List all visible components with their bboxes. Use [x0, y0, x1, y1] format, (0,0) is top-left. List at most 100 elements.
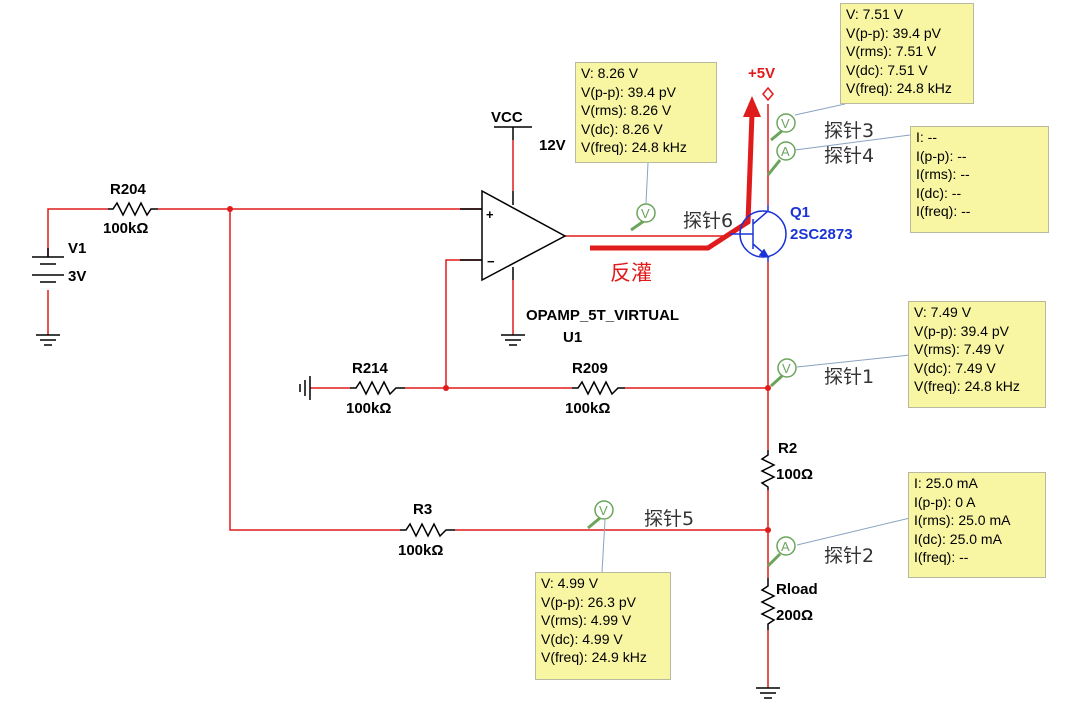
r2-value: 100Ω: [776, 466, 813, 483]
reading-line: I: 25.0 mA: [914, 475, 978, 491]
probe-5-type: V: [599, 503, 608, 518]
reading-line: V(freq): 24.8 kHz: [581, 139, 687, 156]
reading-line: V(p-p): 26.3 pV: [541, 593, 636, 610]
probe-6-voltage-icon[interactable]: V: [630, 203, 656, 232]
r204-name: R204: [110, 181, 147, 198]
ground-icon-left: [299, 376, 311, 400]
reading-line: V(freq): 24.9 kHz: [541, 649, 647, 666]
probe-2-type: A: [781, 539, 790, 554]
opamp-plus-label: +: [486, 207, 494, 222]
opamp-u1[interactable]: [460, 189, 567, 282]
reading-line: I(dc): 25.0 mA: [914, 530, 1002, 547]
reading-line: V(rms): 8.26 V: [581, 102, 672, 119]
probe-1-label: 探针1: [824, 366, 874, 388]
transistor-q1[interactable]: [730, 205, 787, 262]
probe-6-readout: V: 8.26 V V(p-p): 39.4 pV V(rms): 8.26 V…: [575, 62, 717, 163]
resistor-r2[interactable]: [760, 450, 776, 490]
opamp-ref: U1: [563, 329, 582, 346]
probe-4-label: 探针4: [824, 145, 874, 167]
probe-4-current-icon[interactable]: A: [766, 141, 796, 176]
probe-5-label: 探针5: [644, 508, 694, 530]
probe-6-type: V: [641, 206, 650, 221]
probe-2-current-icon[interactable]: A: [766, 536, 796, 568]
junction-dot: [443, 385, 449, 391]
probe-6-label: 探针6: [683, 210, 733, 232]
r204-value: 100kΩ: [103, 220, 148, 237]
reading-line: I(rms): 25.0 mA: [914, 512, 1011, 529]
probe-2-readout: I: 25.0 mA I(p-p): 0 A I(rms): 25.0 mA I…: [908, 472, 1046, 578]
ground-icons: [36, 334, 780, 699]
probe-icons: V V A V A V: [587, 113, 797, 568]
r214-name: R214: [352, 360, 389, 377]
reading-line: V(freq): 24.8 kHz: [914, 378, 1020, 395]
probe-3-voltage-icon[interactable]: V: [770, 113, 796, 142]
rload-name: Rload: [776, 581, 818, 598]
r209-name: R209: [572, 360, 608, 377]
reading-line: V(p-p): 39.4 pV: [581, 83, 676, 100]
reading-line: I(dc): --: [916, 184, 962, 201]
reading-line: V: 8.26 V: [581, 65, 639, 81]
reading-line: V(dc): 7.51 V: [846, 61, 928, 78]
reading-line: V: 7.51 V: [846, 6, 904, 22]
r3-value: 100kΩ: [398, 542, 443, 559]
ground-icon: [501, 334, 525, 346]
junction-dot: [765, 527, 771, 533]
junctions: [227, 206, 771, 533]
resistor-r214[interactable]: [350, 380, 405, 396]
vcc-symbol: [494, 126, 532, 140]
reading-line: V(dc): 8.26 V: [581, 120, 663, 137]
probe-5-voltage-icon[interactable]: V: [587, 500, 614, 530]
probe-3-readout: V: 7.51 V V(p-p): 39.4 pV V(rms): 7.51 V…: [840, 3, 974, 104]
reading-line: I: --: [916, 129, 937, 145]
probe-2-label: 探针2: [824, 545, 874, 567]
rload-value: 200Ω: [776, 607, 813, 624]
resistor-r3[interactable]: [400, 522, 455, 538]
resistor-r204[interactable]: [108, 201, 158, 217]
reading-line: V(p-p): 39.4 pV: [846, 24, 941, 41]
probe-1-readout: V: 7.49 V V(p-p): 39.4 pV V(rms): 7.49 V…: [908, 301, 1046, 408]
q1-name: Q1: [790, 204, 810, 221]
reading-line: V: 4.99 V: [541, 575, 599, 591]
supply-diamond-icon: [762, 86, 774, 102]
junction-dot: [765, 385, 771, 391]
reading-line: V(p-p): 39.4 pV: [914, 322, 1009, 339]
backfeed-annotation: 反灌: [610, 261, 652, 285]
reading-line: I(freq): --: [914, 549, 969, 566]
resistor-rload[interactable]: [760, 578, 776, 630]
backfeed-path: [590, 96, 761, 251]
probe-3-label: 探针3: [824, 120, 874, 142]
resistor-r209[interactable]: [572, 380, 625, 396]
vcc-value: 12V: [539, 137, 566, 154]
ground-icon: [36, 334, 60, 346]
vcc-name: VCC: [491, 109, 523, 126]
r3-name: R3: [413, 501, 432, 518]
up-arrow-icon: [743, 96, 761, 117]
junction-dot: [227, 206, 233, 212]
probe-4-type: A: [781, 144, 790, 159]
reading-line: V(rms): 7.49 V: [914, 341, 1005, 358]
opamp-minus-label: −: [487, 254, 495, 269]
opamp-model: OPAMP_5T_VIRTUAL: [526, 307, 679, 324]
probe-leaders: [601, 103, 911, 573]
reading-line: V(freq): 24.8 kHz: [846, 80, 952, 97]
ground-icon: [756, 687, 780, 699]
r2-name: R2: [778, 440, 797, 457]
q1-model: 2SC2873: [790, 226, 853, 243]
reading-line: V(rms): 7.51 V: [846, 43, 937, 60]
reading-line: V(dc): 7.49 V: [914, 359, 996, 376]
probe-3-type: V: [781, 116, 790, 131]
reading-line: I(freq): --: [916, 203, 971, 220]
probe-1-voltage-icon[interactable]: V: [769, 358, 797, 388]
reading-line: I(p-p): --: [916, 147, 967, 164]
reading-line: V(rms): 4.99 V: [541, 612, 632, 629]
reading-line: I(p-p): 0 A: [914, 493, 976, 510]
probe-4-readout: I: -- I(p-p): -- I(rms): -- I(dc): -- I(…: [910, 126, 1049, 233]
reading-line: I(rms): --: [916, 166, 970, 183]
battery-v1[interactable]: [32, 248, 64, 283]
probe-1-type: V: [782, 361, 791, 376]
probe-5-readout: V: 4.99 V V(p-p): 26.3 pV V(rms): 4.99 V…: [535, 572, 671, 680]
r214-value: 100kΩ: [346, 400, 391, 417]
supply-label: +5V: [748, 65, 775, 82]
